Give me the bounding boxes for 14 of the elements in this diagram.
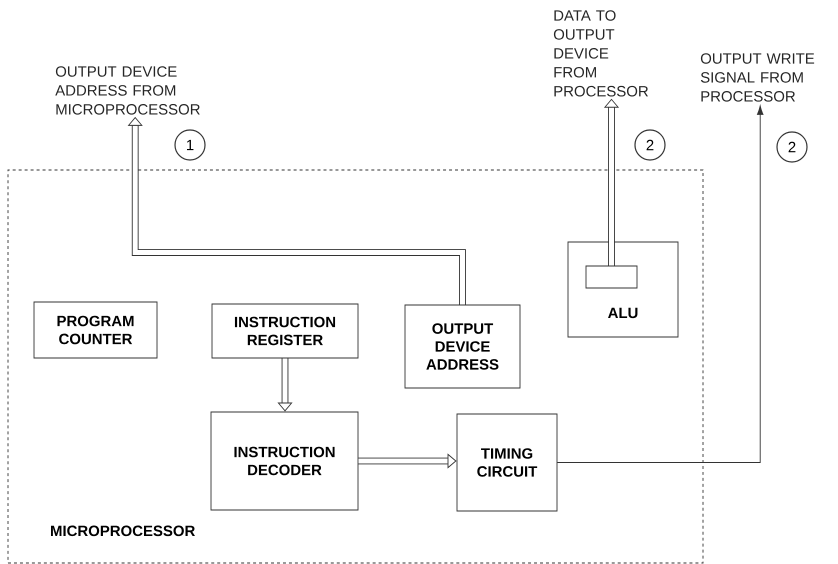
register-box [586,266,638,288]
callout-number: 2 [634,129,666,161]
process-box: INSTRUCTION DECODER [210,412,358,510]
process-box: INSTRUCTION REGISTER [212,304,358,358]
process-box: OUTPUT DEVICE ADDRESS [404,304,520,388]
arrow [557,106,764,463]
signal-label: OUTPUT DEVICE ADDRESS FROM MICROPROCESSOR [55,66,200,115]
callout-number: 2 [776,131,808,163]
signal-label: OUTPUT WRITE SIGNAL FROM PROCESSOR [700,53,814,102]
process-box: PROGRAM COUNTER [34,302,158,358]
alu-box: ALU [568,242,678,338]
process-box: TIMING CIRCUIT [456,414,558,512]
signal-label: DATA TO OUTPUT DEVICE FROM PROCESSOR [554,10,648,96]
callout-number: 1 [174,129,206,161]
